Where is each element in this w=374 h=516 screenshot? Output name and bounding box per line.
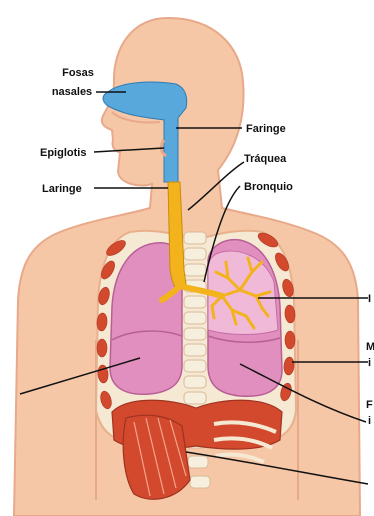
label-cut-1: I bbox=[368, 293, 371, 305]
abdominal-muscle bbox=[123, 415, 190, 499]
label-fosas-line2: nasales bbox=[52, 86, 92, 98]
label-laringe: Laringe bbox=[42, 183, 82, 195]
label-fosas-line1: Fosas bbox=[62, 67, 94, 79]
label-cut-2a: M bbox=[366, 341, 374, 353]
label-bronquio: Bronquio bbox=[244, 181, 293, 193]
label-cut-3b: i bbox=[368, 415, 371, 427]
label-faringe: Faringe bbox=[246, 123, 286, 135]
label-epiglotis: Epiglotis bbox=[40, 147, 86, 159]
label-cut-2b: i bbox=[368, 357, 371, 369]
label-cut-3a: F bbox=[366, 399, 373, 411]
label-traquea: Tráquea bbox=[244, 153, 287, 165]
